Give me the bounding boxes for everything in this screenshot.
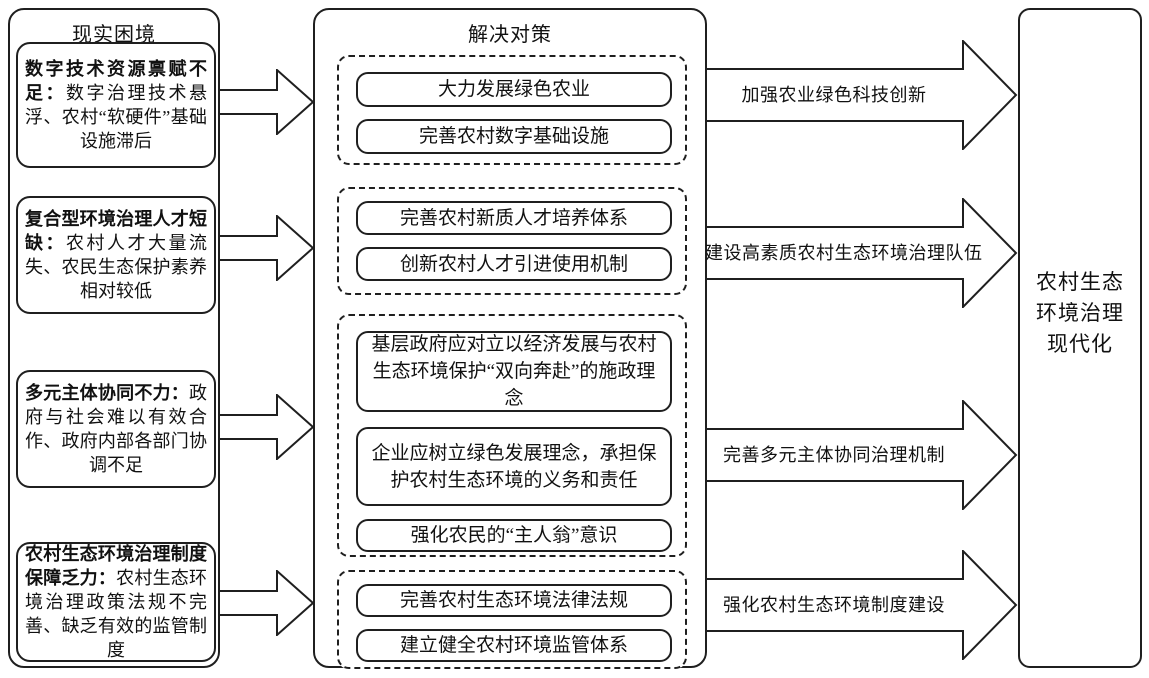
dilemma-lead: 复合型环境治理人才短缺： (25, 209, 207, 253)
dilemma-panel-title: 现实困境 (72, 24, 156, 46)
solution-label: 基层政府应对立以经济发展与农村生态环境保护“双向奔赴”的施政理念 (371, 334, 657, 409)
solution-label: 建立健全农村环境监管体系 (399, 635, 628, 656)
solution-box: 创新农村人才引进使用机制 (356, 247, 672, 281)
goal-line: 现代化 (1047, 331, 1113, 356)
right-arrow-icon (220, 394, 315, 460)
solution-group-green-agriculture: 大力发展绿色农业 完善农村数字基础设施 (337, 55, 687, 165)
arrow-label-collaboration-mechanism: 完善多元主体协同治理机制 (723, 445, 945, 465)
solution-box: 完善农村数字基础设施 (356, 119, 672, 154)
solutions-panel: 解决对策 大力发展绿色农业 完善农村数字基础设施 完善农村新质人才培养体系 创新… (313, 8, 707, 669)
arrow-label-governance-team: 建设高素质农村生态环境治理队伍 (705, 243, 983, 263)
solutions-panel-title: 解决对策 (468, 24, 552, 46)
dilemma-panel: 现实困境 数字技术资源禀赋不足：数字治理技术悬浮、农村“软硬件”基础设施滞后 复… (8, 8, 220, 668)
dilemma-detail: 农村人才大量流失、农民生态保护素养相对较低 (25, 233, 207, 301)
block-arrow-icon (707, 550, 1018, 660)
dilemma-text: 农村生态环境治理制度保障乏力：农村生态环境治理政策法规不完善、缺乏有效的监管制度 (25, 542, 207, 662)
goal-panel: 农村生态 环境治理 现代化 (1018, 8, 1142, 668)
goal-line: 农村生态 (1036, 269, 1124, 294)
solution-label: 大力发展绿色农业 (437, 79, 590, 100)
block-arrow-icon (707, 400, 1018, 510)
right-arrow-icon (220, 69, 315, 135)
block-arrow-icon (707, 40, 1018, 150)
dilemma-lead: 数字技术资源禀赋不足： (25, 59, 207, 103)
dilemma-lead: 多元主体协同不力： (25, 383, 189, 403)
solution-label: 完善农村新质人才培养体系 (399, 207, 628, 229)
solution-label: 完善农村生态环境法律法规 (399, 590, 628, 611)
solution-group-talent: 完善农村新质人才培养体系 创新农村人才引进使用机制 (337, 187, 687, 295)
dilemma-text: 数字技术资源禀赋不足：数字治理技术悬浮、农村“软硬件”基础设施滞后 (25, 57, 207, 153)
dilemma-detail: 数字治理技术悬浮、农村“软硬件”基础设施滞后 (25, 83, 207, 151)
solution-label: 强化农民的“主人翁”意识 (410, 525, 618, 546)
right-arrow-icon (220, 215, 315, 281)
solution-box: 建立健全农村环境监管体系 (356, 629, 672, 662)
dilemma-lead: 农村生态环境治理制度保障乏力： (25, 544, 207, 588)
dilemma-box-institutional: 农村生态环境治理制度保障乏力：农村生态环境治理政策法规不完善、缺乏有效的监管制度 (16, 542, 216, 662)
arrow-label-green-tech: 加强农业绿色科技创新 (741, 85, 927, 105)
solution-label: 完善农村数字基础设施 (418, 126, 609, 147)
dilemma-text: 复合型环境治理人才短缺：农村人才大量流失、农民生态保护素养相对较低 (25, 207, 207, 303)
right-arrow-icon (220, 570, 315, 636)
arrow-label-institution-building: 强化农村生态环境制度建设 (723, 595, 945, 615)
dilemma-detail: 农村生态环境治理政策法规不完善、缺乏有效的监管制度 (25, 568, 208, 660)
dilemma-box-digital-resources: 数字技术资源禀赋不足：数字治理技术悬浮、农村“软硬件”基础设施滞后 (16, 42, 216, 168)
solution-box: 企业应树立绿色发展理念，承担保护农村生态环境的义务和责任 (356, 427, 672, 506)
dilemma-box-multi-actor: 多元主体协同不力：政府与社会难以有效合作、政府内部各部门协调不足 (16, 370, 216, 488)
block-arrow-icon (707, 198, 1018, 308)
dilemma-detail: 政府与社会难以有效合作、政府内部各部门协调不足 (25, 383, 207, 475)
solution-box: 完善农村新质人才培养体系 (356, 201, 672, 235)
solution-box: 强化农民的“主人翁”意识 (356, 519, 672, 552)
solution-group-institutions: 完善农村生态环境法律法规 建立健全农村环境监管体系 (337, 570, 687, 669)
solution-box: 基层政府应对立以经济发展与农村生态环境保护“双向奔赴”的施政理念 (356, 331, 672, 412)
solution-label: 企业应树立绿色发展理念，承担保护农村生态环境的义务和责任 (371, 442, 657, 491)
goal-title: 农村生态 环境治理 现代化 (1036, 267, 1124, 360)
dilemma-box-talent-shortage: 复合型环境治理人才短缺：农村人才大量流失、农民生态保护素养相对较低 (16, 196, 216, 314)
solution-box: 完善农村生态环境法律法规 (356, 584, 672, 617)
solution-group-multi-actor: 基层政府应对立以经济发展与农村生态环境保护“双向奔赴”的施政理念 企业应树立绿色… (337, 314, 687, 557)
solution-box: 大力发展绿色农业 (356, 72, 672, 107)
goal-line: 环境治理 (1036, 300, 1124, 325)
dilemma-text: 多元主体协同不力：政府与社会难以有效合作、政府内部各部门协调不足 (25, 381, 207, 477)
solution-label: 创新农村人才引进使用机制 (399, 253, 628, 275)
